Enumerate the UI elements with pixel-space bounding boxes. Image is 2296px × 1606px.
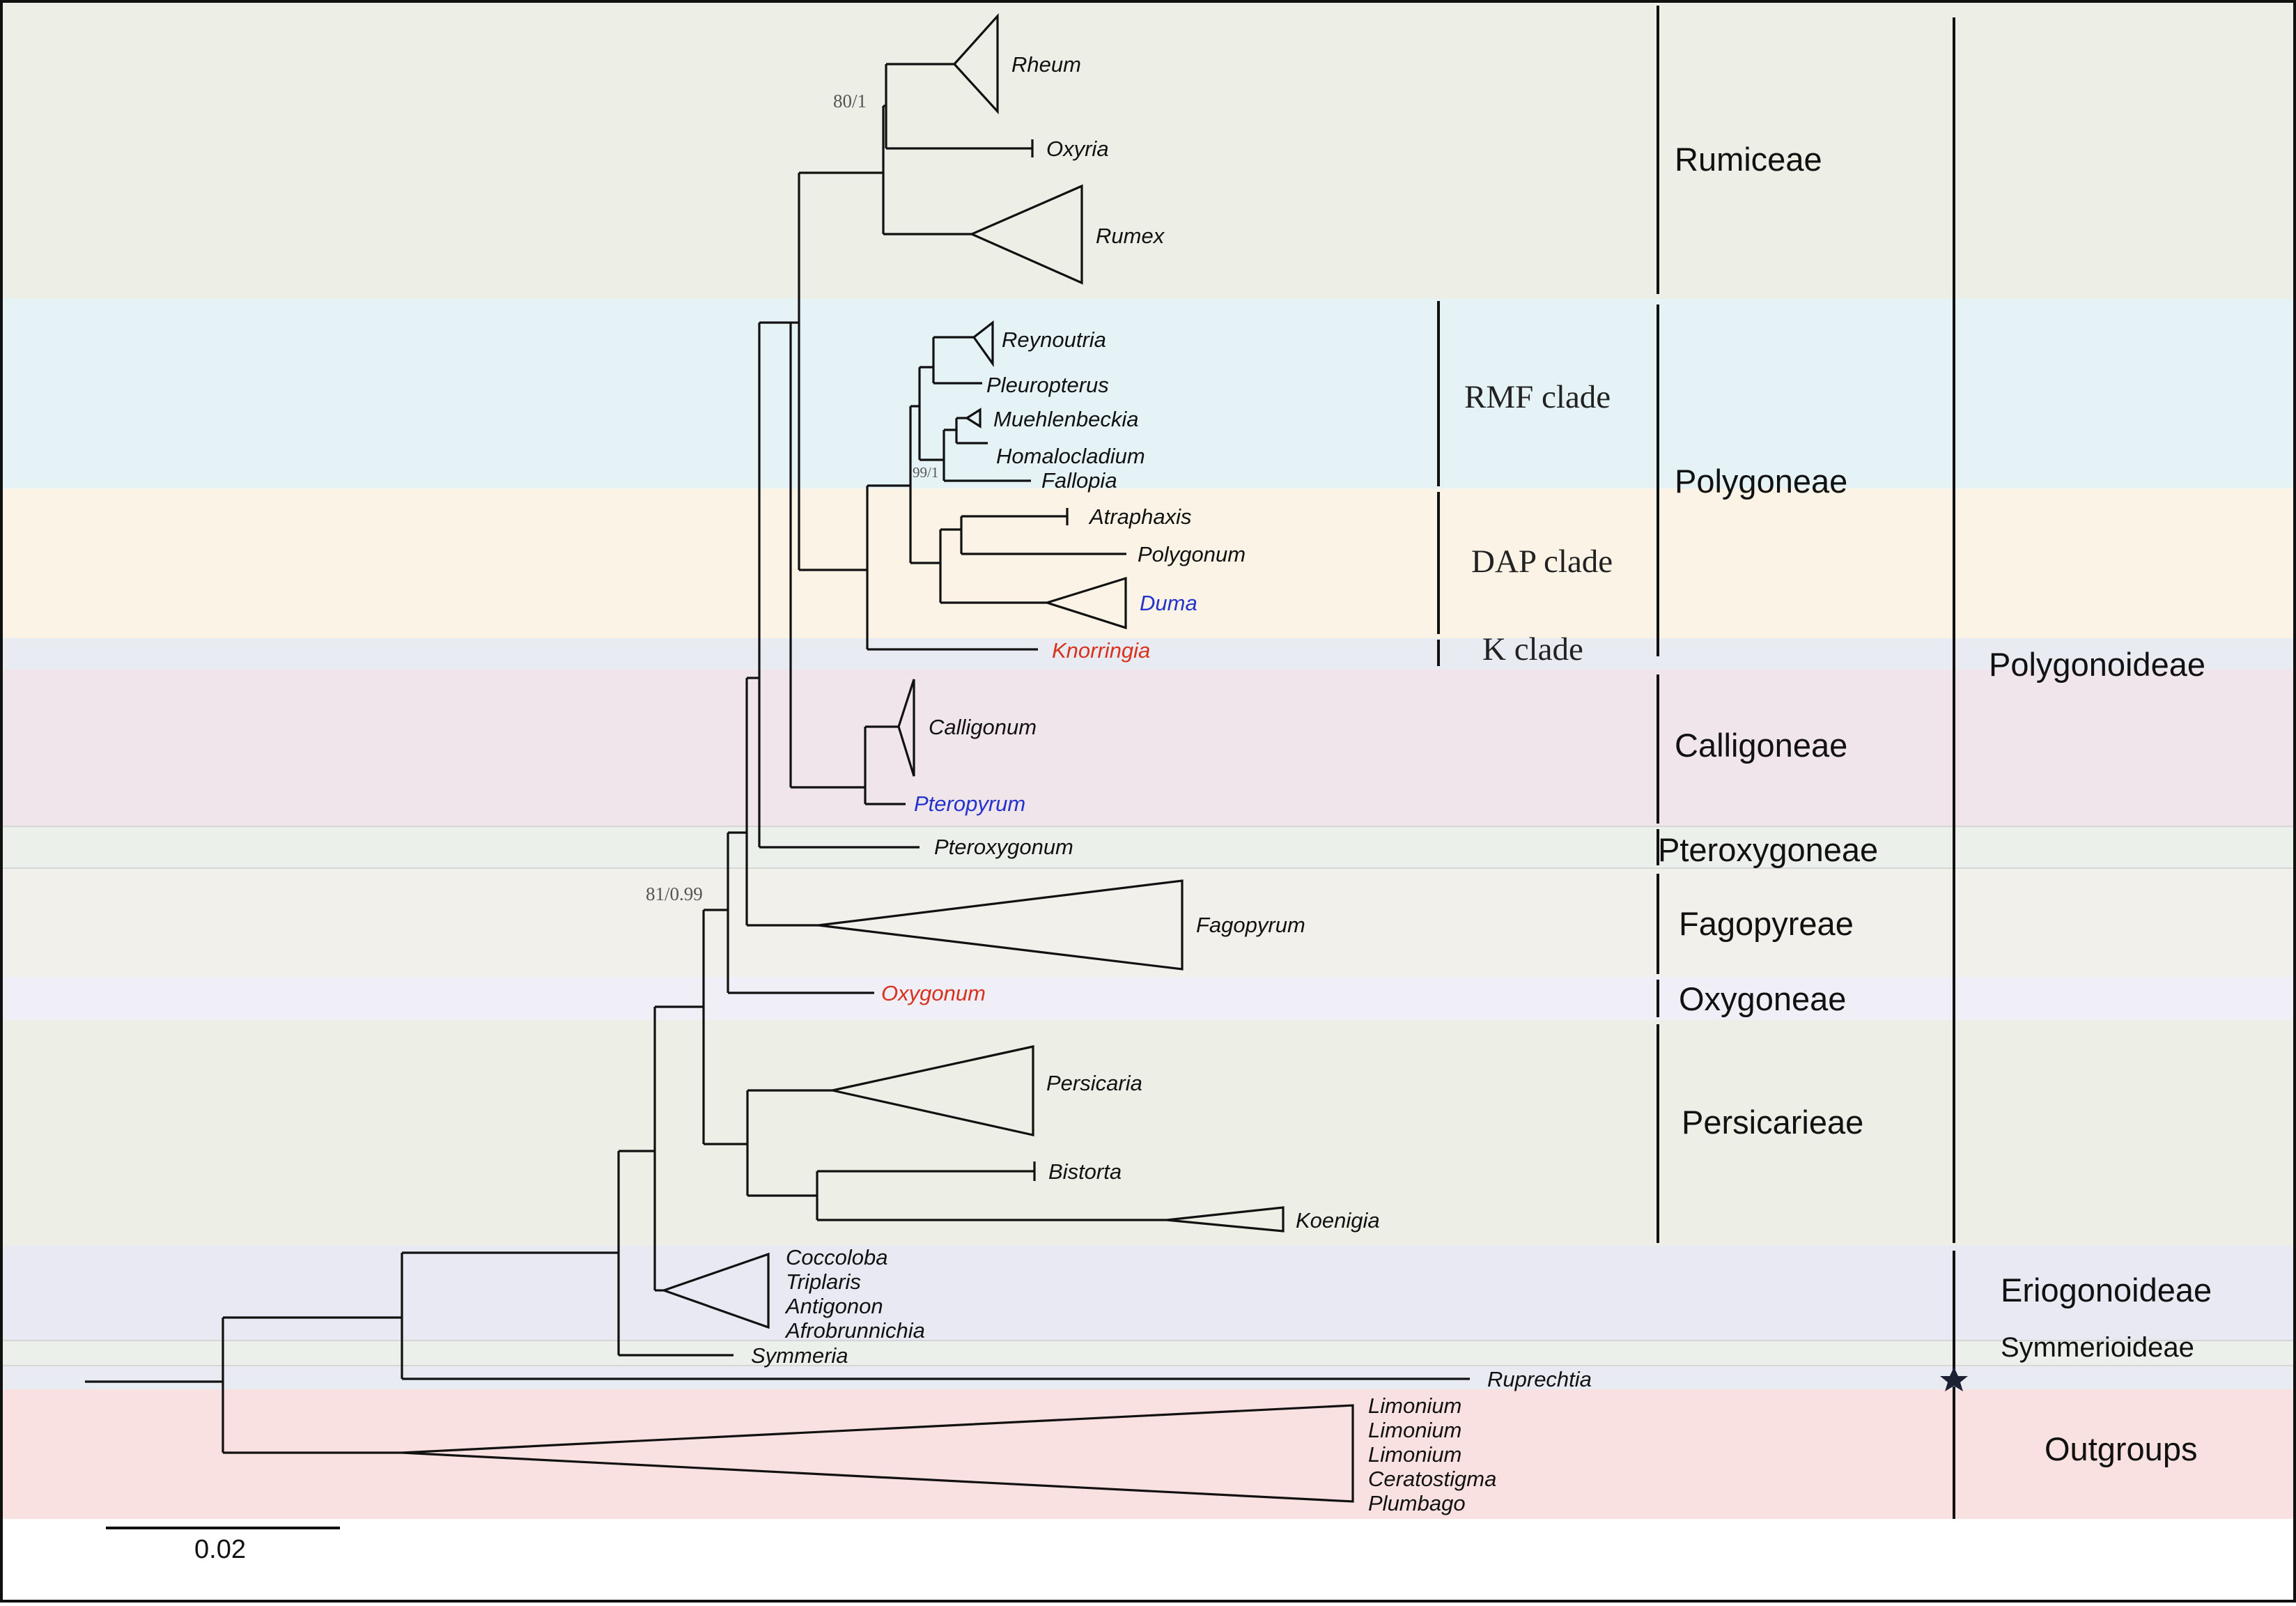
taxon-plumbago: Plumbago [1368,1491,1466,1515]
scale-bar: 0.02 [106,1527,340,1564]
band-pteroxygoneae [3,826,2293,868]
taxon-knorringia: Knorringia [1052,638,1150,663]
taxon-pteroxygonum: Pteroxygonum [934,835,1073,859]
taxon-pteropyrum: Pteropyrum [914,792,1025,816]
taxon-muehlenbeckia: Muehlenbeckia [993,407,1139,431]
taxon-fagopyrum: Fagopyrum [1196,913,1305,937]
label-persicarieae: Persicarieae [1682,1104,1863,1141]
band-fagopyreae [3,868,2293,977]
label-pteroxygoneae: Pteroxygoneae [1658,831,1878,868]
taxon-reynoutria: Reynoutria [1002,327,1106,352]
scale-bar-label: 0.02 [194,1535,246,1564]
label-symmerioideae: Symmerioideae [2001,1332,2194,1363]
band-ruprechtia [3,1366,2293,1389]
taxon-limonium-2: Limonium [1368,1418,1461,1442]
taxon-persicaria: Persicaria [1046,1071,1142,1095]
clade-triangle-muehlenbeckia [965,408,982,428]
band-k [3,638,2293,670]
band-calligoneae [3,670,2293,826]
taxon-coccoloba: Coccoloba [786,1245,887,1269]
support-values: 80/1 99/1 81/0.99 [646,91,938,904]
band-rmf [3,299,2293,488]
support-fagopyreae-node: 81/0.99 [646,883,703,904]
taxon-bistorta: Bistorta [1048,1159,1122,1184]
tree-branches [85,63,1470,1454]
label-fagopyreae: Fagopyreae [1679,905,1854,942]
band-dap [3,488,2293,638]
clade-triangle-outgroups [401,1404,1354,1503]
taxon-rheum: Rheum [1011,52,1081,77]
clade-triangle-koenigia [1166,1206,1285,1233]
band-eriogonoideae [3,1246,2293,1341]
taxon-labels: Rheum Oxyria Rumex Reynoutria Pleuropter… [751,52,1592,1515]
band-symmerioideae [3,1341,2293,1366]
label-k-clade: K clade [1482,631,1583,667]
taxon-symmeria: Symmeria [751,1343,848,1368]
band-oxygoneae [3,977,2293,1020]
taxon-ceratostigma: Ceratostigma [1368,1467,1496,1491]
support-rheum-oxyria: 80/1 [833,91,867,111]
taxon-oxyria: Oxyria [1046,137,1109,161]
taxon-duma: Duma [1140,591,1197,615]
clade-triangle-eriogonoideae [660,1252,770,1329]
taxon-homalocladium: Homalocladium [996,444,1145,468]
taxon-polygonum: Polygonum [1138,542,1246,566]
subfamily-brackets: Polygonoideae Eriogonoideae Symmerioidea… [1940,17,2212,1519]
band-persicarieae [3,1020,2293,1246]
taxon-rumex: Rumex [1096,224,1165,248]
collapsed-clades [401,13,1354,1503]
band-rumiceae [3,3,2293,299]
taxon-limonium-3: Limonium [1368,1442,1461,1467]
label-outgroups: Outgroups [2045,1430,2197,1467]
clade-triangle-calligonum [897,679,915,777]
taxon-ruprechtia: Ruprechtia [1487,1367,1592,1391]
label-rumiceae: Rumiceae [1675,141,1822,178]
tribe-brackets: Rumiceae Polygoneae Calligoneae Pteroxyg… [1657,6,1878,1243]
clade-brackets: RMF clade DAP clade K clade [1437,301,1613,667]
label-calligoneae: Calligoneae [1675,727,1847,764]
taxon-antigonon: Antigonon [784,1294,883,1318]
star-icon [1940,1367,1968,1391]
taxon-atraphaxis: Atraphaxis [1088,504,1191,529]
label-oxygoneae: Oxygoneae [1679,980,1846,1017]
label-polygonoideae: Polygonoideae [1989,646,2205,683]
taxon-afrobrunnichia: Afrobrunnichia [784,1318,925,1343]
clade-triangle-duma [1043,576,1127,630]
label-polygoneae: Polygoneae [1675,463,1847,500]
support-rmf-node: 99/1 [913,464,938,481]
taxon-limonium-1: Limonium [1368,1393,1461,1418]
taxon-oxygonum: Oxygonum [881,981,986,1005]
clade-triangle-rumex [969,184,1083,285]
taxon-calligonum: Calligonum [929,715,1037,739]
band-outgroups [3,1389,2293,1519]
taxon-koenigia: Koenigia [1296,1208,1380,1233]
clade-triangle-rheum [952,13,999,115]
clade-triangle-reynoutria [972,320,994,368]
taxon-pleuropterus: Pleuropterus [986,373,1109,397]
label-eriogonoideae: Eriogonoideae [2001,1272,2212,1308]
taxon-triplaris: Triplaris [786,1269,861,1294]
label-dap-clade: DAP clade [1471,543,1613,580]
label-rmf-clade: RMF clade [1464,379,1611,415]
clade-triangle-fagopyrum [818,879,1184,971]
taxon-fallopia: Fallopia [1041,468,1117,493]
clade-triangle-persicaria [832,1045,1034,1136]
